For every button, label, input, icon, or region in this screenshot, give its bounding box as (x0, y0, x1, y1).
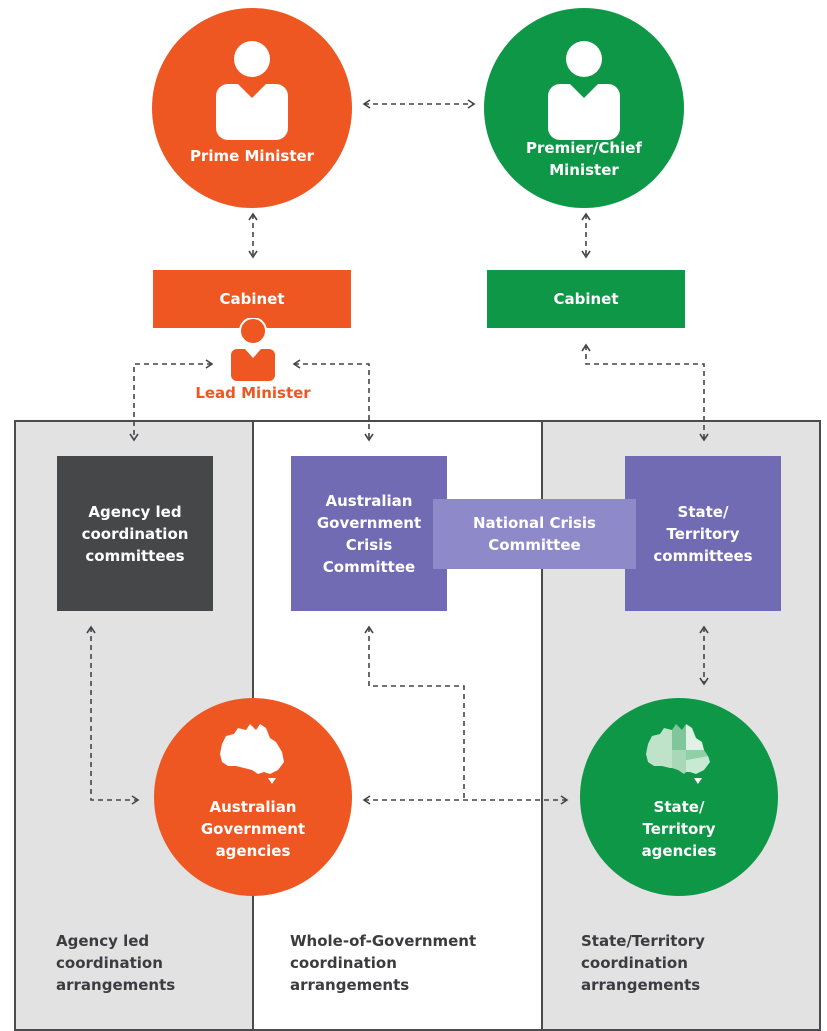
agency-led-committees: Agency led coordination committees (57, 456, 213, 611)
lead-minister-icon (231, 318, 275, 381)
agency-led-arrangements-label: Agency led coordination arrangements (56, 932, 176, 994)
arrow-agencycomm-agencies (86, 625, 140, 805)
state-territory-agencies-node: State/ Territory agencies (580, 698, 778, 896)
state-territory-agencies-label: State/ Territory agencies (641, 798, 717, 860)
australian-government-agencies-node: Australian Government agencies (154, 698, 352, 896)
state-territory-arrangements-label: State/Territory coordination arrangement… (581, 932, 705, 994)
whole-of-government-arrangements-label: Whole-of-Government coordination arrange… (290, 932, 477, 994)
person-icon (548, 41, 620, 140)
prime-minister-label: Prime Minister (189, 147, 315, 165)
arrow-statecabinet-committees (581, 343, 709, 442)
arrow-lead-agcc (292, 359, 374, 442)
agcc-box: Australian Government Crisis Committee (291, 456, 447, 611)
australia-states-map-icon (646, 724, 710, 784)
state-territory-committees: State/ Territory committees (625, 456, 781, 611)
state-territory-committees-label: State/ Territory committees (653, 502, 753, 565)
arrow-lead-agency (129, 359, 214, 442)
prime-minister-node: Prime Minister (152, 8, 352, 208)
australian-government-agencies-label: Australian Government agencies (200, 798, 306, 860)
premier-chief-minister-label: Premier/Chief Minister (526, 139, 642, 179)
cabinet-state: Cabinet (487, 270, 685, 328)
arrow-agcc-agencies (364, 625, 465, 800)
lead-minister-label: Lead Minister (195, 384, 311, 402)
national-crisis-committee: National Crisis Committee (433, 499, 636, 569)
premier-chief-minister-node: Premier/Chief Minister (484, 8, 684, 208)
person-icon (216, 41, 288, 140)
australia-map-icon (220, 724, 284, 784)
agency-led-committees-label: Agency led coordination committees (81, 502, 189, 565)
agcc-label: Australian Government Crisis Committee (316, 491, 422, 576)
national-crisis-committee-label: National Crisis Committee (472, 514, 596, 554)
